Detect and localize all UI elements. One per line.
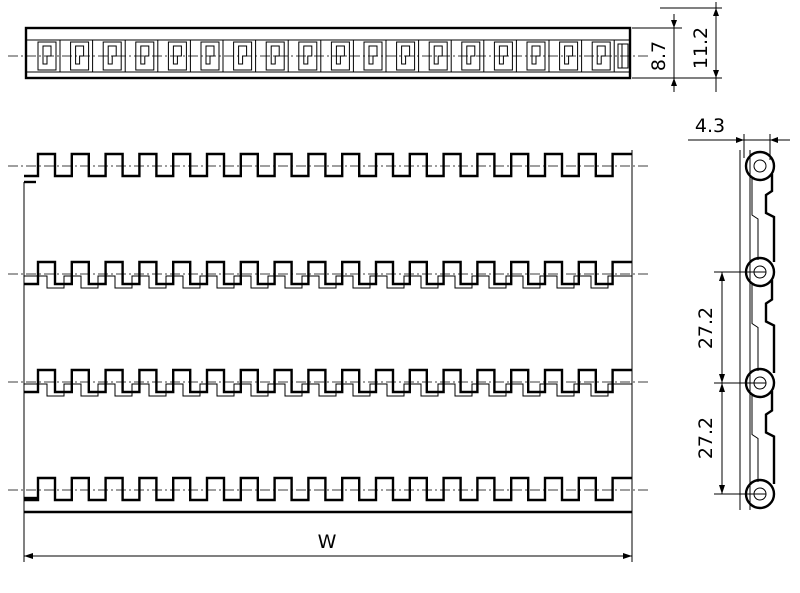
top-view-module-hook	[140, 45, 150, 65]
dimension-offset: 4.3	[688, 115, 790, 160]
side-link-profile	[764, 174, 776, 262]
top-view-module	[233, 41, 253, 71]
dim-label-8-7: 8.7	[648, 41, 670, 71]
top-view-module-hook	[531, 45, 541, 65]
top-view-module	[591, 41, 611, 71]
top-view-module	[330, 41, 350, 71]
top-view-module-hook	[335, 45, 345, 65]
dim-label-width: W	[318, 531, 337, 553]
arrow-11-2-bottom	[713, 70, 719, 78]
dim-label-pitch-upper: 27.2	[695, 307, 717, 349]
top-view-module-hook	[498, 45, 508, 65]
dim-label-11-2: 11.2	[690, 27, 712, 69]
top-view-end-cap	[617, 43, 629, 69]
top-view-module	[37, 41, 57, 71]
arrow-pitch-2-bottom	[719, 485, 725, 494]
top-view-module-hook	[303, 45, 313, 65]
plan-view	[8, 150, 648, 514]
top-view-module-hook	[172, 45, 182, 65]
top-view-module	[526, 41, 546, 71]
dim-label-4-3: 4.3	[695, 115, 725, 137]
top-view-module-hook	[205, 45, 215, 65]
arrow-8-7-top	[671, 20, 677, 28]
side-view	[739, 150, 776, 510]
side-view-links	[739, 150, 776, 510]
row-lower-profile	[24, 383, 632, 397]
arrow-pitch-2-top	[719, 383, 725, 392]
arrow-pitch-1-top	[719, 272, 725, 281]
dim-label-pitch-lower: 27.2	[695, 417, 717, 459]
arrow-width-right	[623, 553, 632, 559]
hinge-pin	[753, 159, 767, 173]
top-view-module-hook	[270, 45, 280, 65]
top-view-module	[559, 41, 579, 71]
top-view-module	[135, 41, 155, 71]
top-view-module	[298, 41, 318, 71]
arrow-offset-right	[770, 137, 778, 143]
top-view-module	[167, 41, 187, 71]
top-view-module-hook	[368, 45, 378, 65]
top-view-module-hook	[75, 45, 85, 65]
row-lower-profile	[24, 275, 632, 289]
dimension-pitch: 27.2 27.2	[695, 271, 766, 495]
row-upper-profile	[24, 476, 632, 502]
hinge-outer	[744, 150, 776, 182]
top-view	[8, 26, 648, 80]
top-view-module	[396, 41, 416, 71]
top-view-outline	[24, 26, 632, 80]
side-link-inner	[751, 178, 759, 260]
arrow-offset-left	[736, 137, 744, 143]
top-view-module-hook	[466, 45, 476, 65]
top-view-module-hook	[596, 45, 606, 65]
top-view-module-hook	[401, 45, 411, 65]
side-link-inner	[751, 395, 759, 482]
plan-view-rows	[8, 152, 648, 514]
dimension-height: 8.7 11.2	[632, 2, 722, 92]
top-view-module-hook	[42, 45, 52, 65]
arrow-8-7-bottom	[671, 78, 677, 86]
dimension-width: W	[23, 512, 633, 562]
top-view-module	[363, 41, 383, 71]
top-view-module-hook	[564, 45, 574, 65]
row-upper-profile	[24, 368, 632, 394]
top-view-module-hook	[107, 45, 117, 65]
arrow-11-2-top	[713, 8, 719, 16]
arrow-width-left	[24, 553, 33, 559]
side-link-profile	[764, 391, 776, 484]
side-link-profile	[764, 280, 776, 373]
top-view-module	[428, 41, 448, 71]
top-view-module	[493, 41, 513, 71]
arrow-pitch-1-bottom	[719, 374, 725, 383]
top-view-modules	[37, 40, 615, 72]
top-view-module	[200, 41, 220, 71]
top-view-module	[265, 41, 285, 71]
top-view-module	[461, 41, 481, 71]
row-upper-profile	[24, 152, 632, 178]
top-view-module	[102, 41, 122, 71]
top-view-module-hook	[433, 45, 443, 65]
top-view-module	[70, 41, 90, 71]
side-link-inner	[751, 284, 759, 371]
row-upper-profile	[24, 260, 632, 286]
top-view-module-hook	[238, 45, 248, 65]
